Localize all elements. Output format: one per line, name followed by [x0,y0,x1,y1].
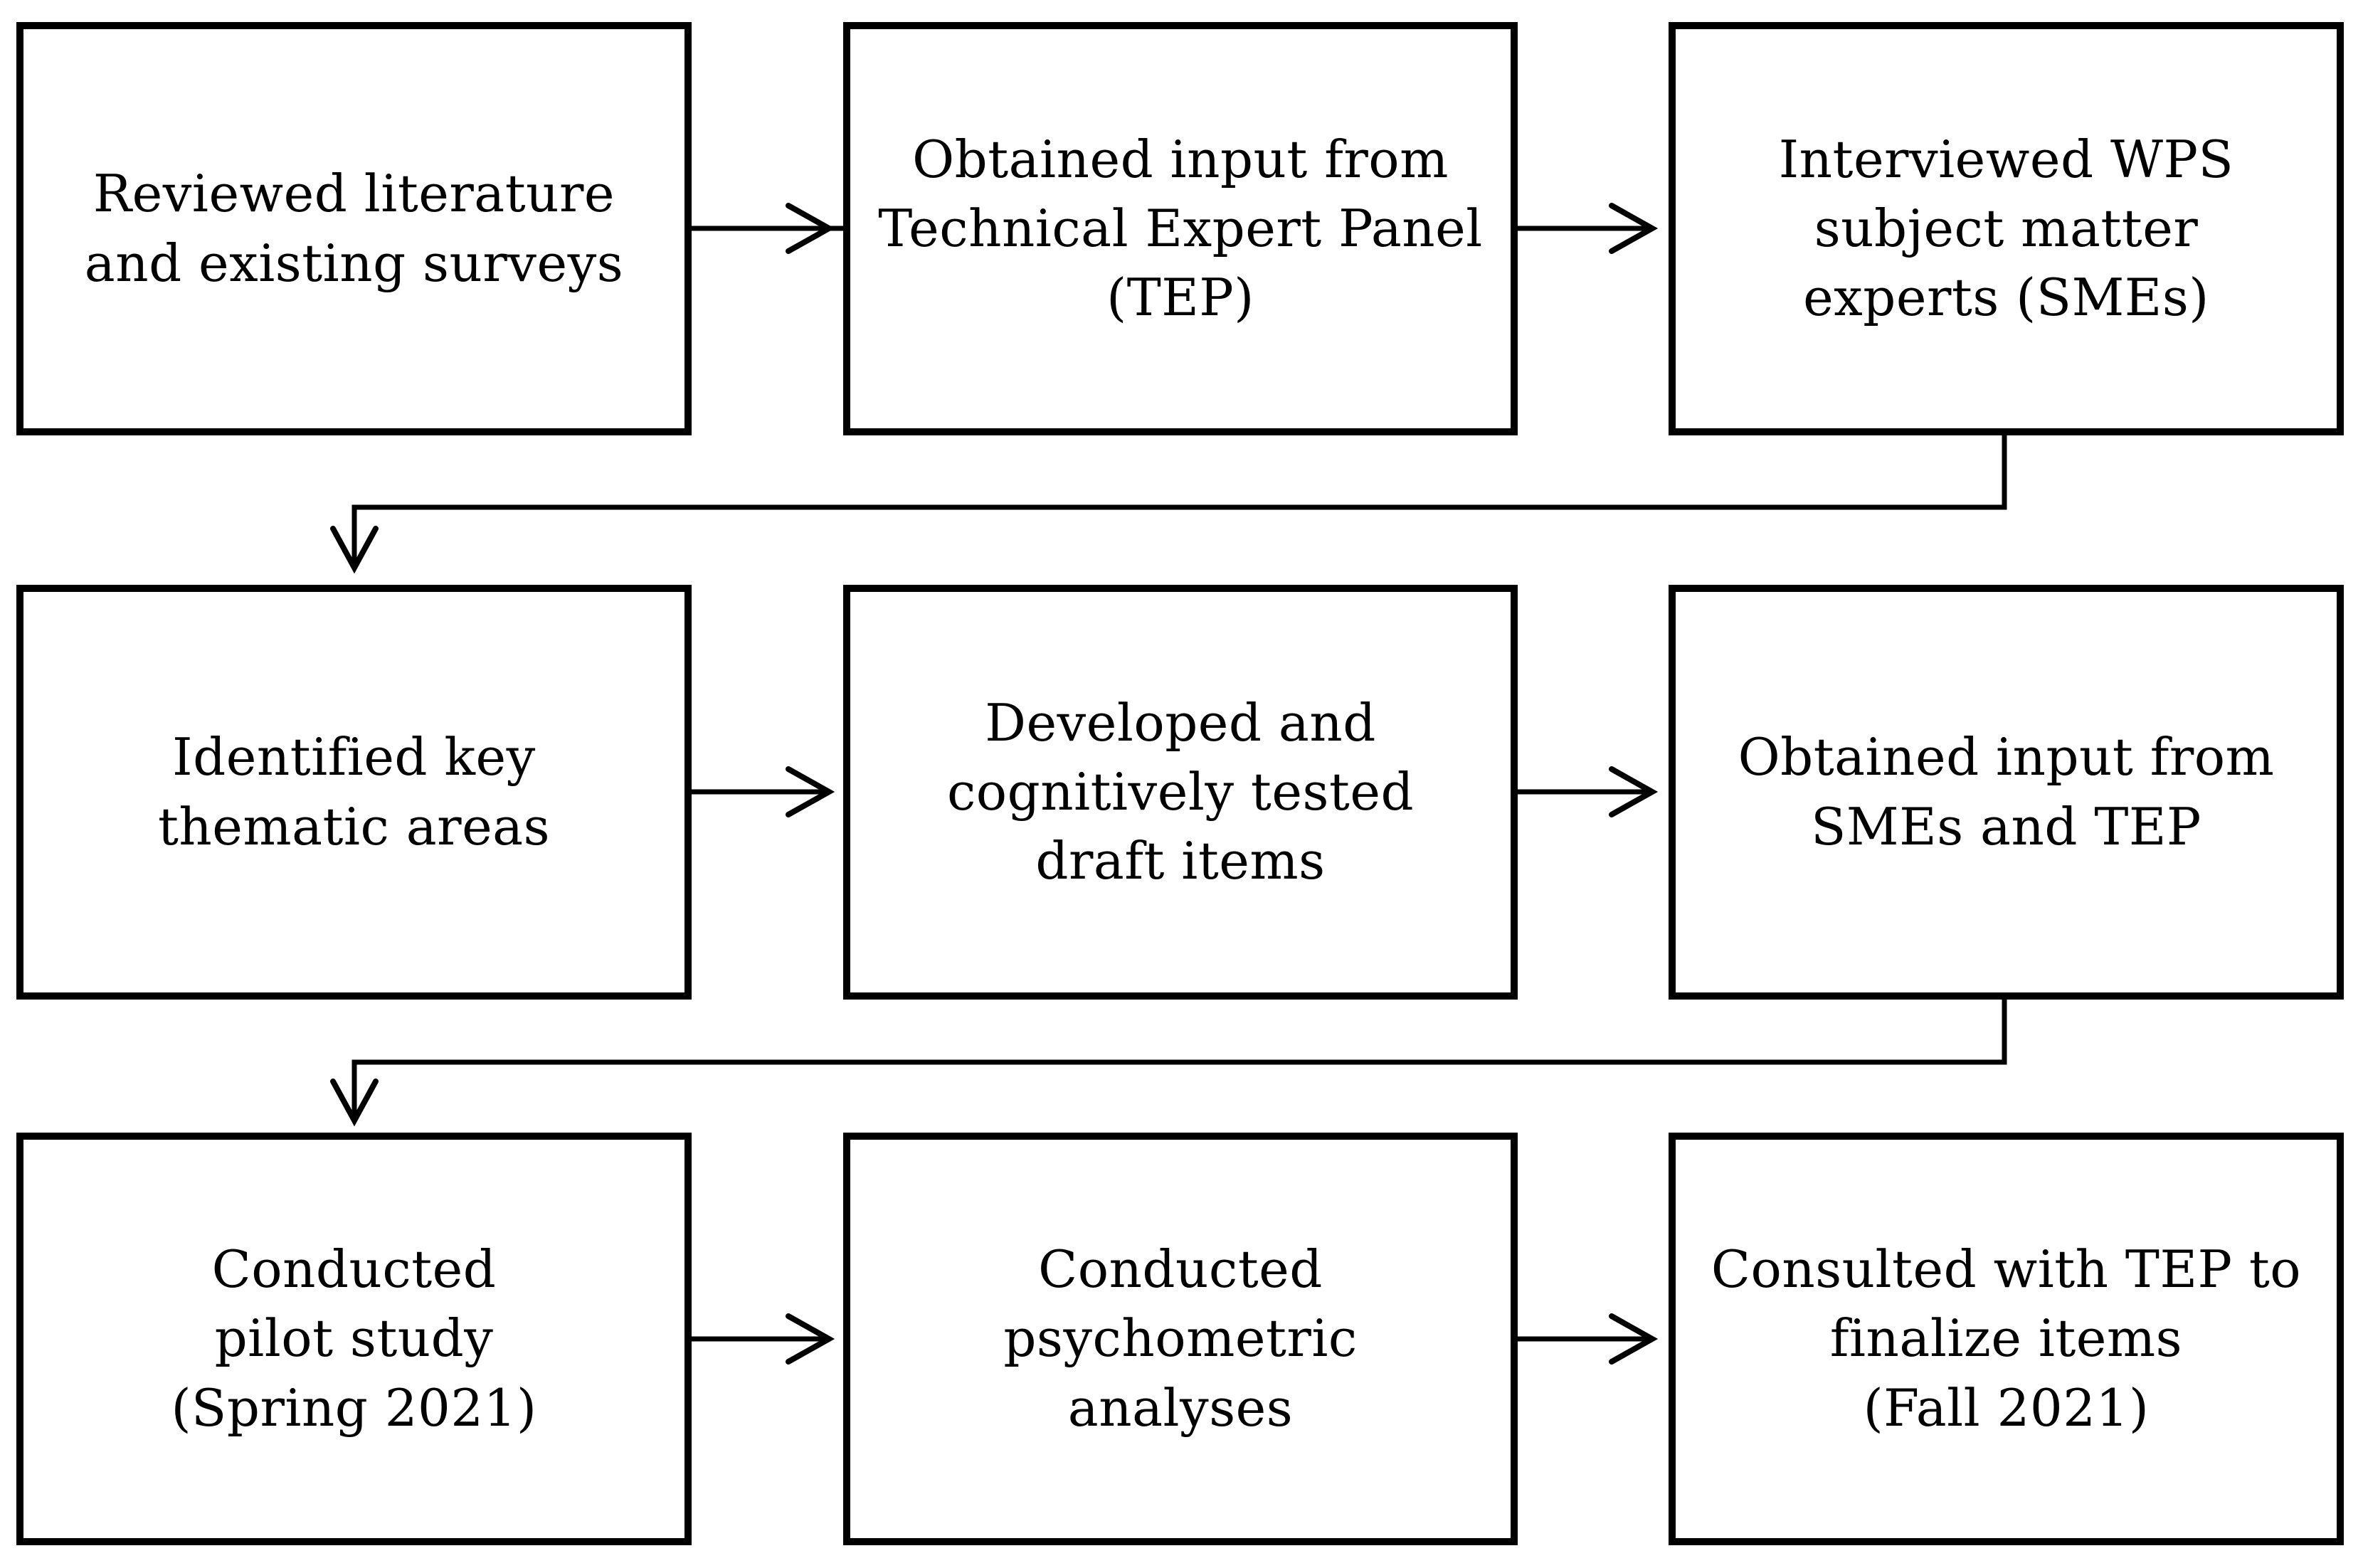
arrow-box5-to-box6 [1518,766,1659,817]
process-box-interviewed-smes: Interviewed WPS subject matter experts (… [1669,22,2344,435]
box-label: Obtained input from SMEs and TEP [1738,727,2275,857]
process-box-draft-items: Developed and cognitively tested draft i… [843,585,1518,1000]
arrow-box8-to-box9 [1518,1313,1659,1365]
arrow-box4-to-box5 [692,766,835,817]
process-box-psychometric-analyses: Conducted psychometric analyses [843,1133,1518,1545]
box-label: Consulted with TEP to finalize items (Fa… [1711,1239,2302,1438]
process-box-pilot-study: Conducted pilot study (Spring 2021) [16,1133,692,1545]
box-label: Identified key thematic areas [157,727,551,857]
arrow-box7-to-box8 [692,1313,835,1365]
process-box-smes-tep-input: Obtained input from SMEs and TEP [1669,585,2344,1000]
process-box-thematic-areas: Identified key thematic areas [16,585,692,1000]
box-label: Conducted psychometric analyses [1003,1239,1358,1438]
box-label: Developed and cognitively tested draft i… [946,692,1415,891]
elbow-arrow-box6-to-box7 [330,996,2007,1127]
process-box-reviewed-literature: Reviewed literature and existing surveys [16,22,692,435]
box-label: Interviewed WPS subject matter experts (… [1778,129,2234,328]
arrow-box2-to-box3 [1518,203,1659,254]
process-box-finalize-items: Consulted with TEP to finalize items (Fa… [1669,1133,2344,1545]
box-label: Conducted pilot study (Spring 2021) [171,1239,537,1438]
box-label: Reviewed literature and existing surveys [84,164,624,293]
box-label: Obtained input from Technical Expert Pan… [878,129,1483,328]
elbow-arrow-box3-to-box4 [330,432,2007,574]
process-box-tep-input: Obtained input from Technical Expert Pan… [843,22,1518,435]
